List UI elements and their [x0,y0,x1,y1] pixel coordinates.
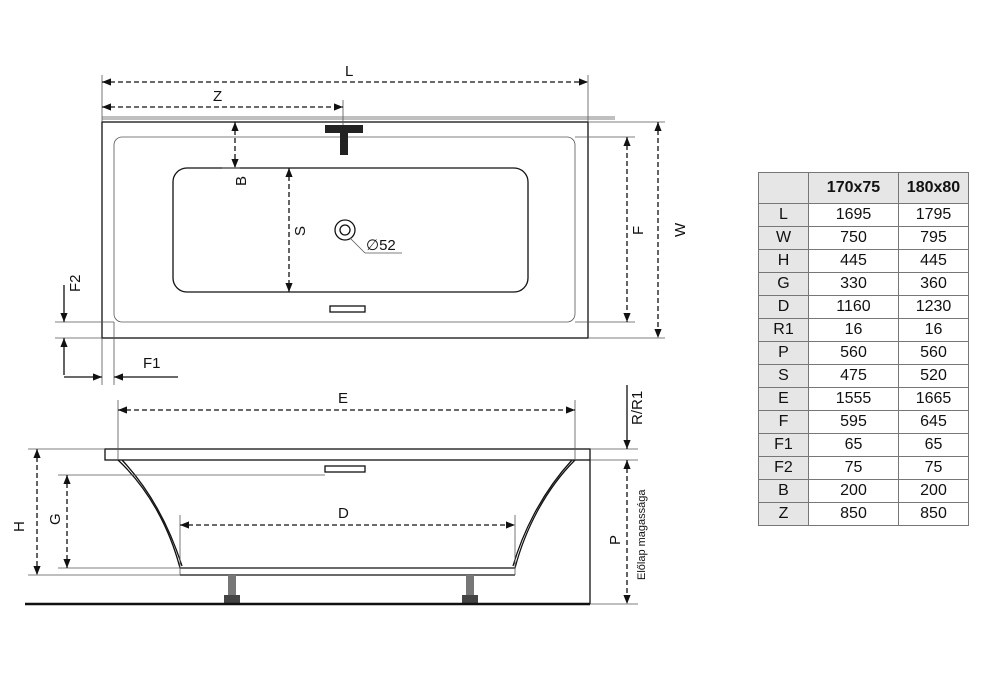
dim-H: H [11,521,28,532]
dim-E: E [338,390,348,407]
dimension-value: 1695 [808,203,899,227]
dimension-key: G [758,272,809,296]
dimension-value: 65 [808,433,899,457]
dim-D: D [338,505,349,522]
dimension-value: 475 [808,364,899,388]
header-cell: 180x80 [898,172,969,204]
dimension-value: 65 [898,433,969,457]
dimension-value: 16 [898,318,969,342]
dimension-key: H [758,249,809,273]
drain-label: ∅52 [366,237,396,254]
dimension-key: P [758,341,809,365]
dimension-key: S [758,364,809,388]
dimension-value: 750 [808,226,899,250]
dimension-value: 16 [808,318,899,342]
dim-B: B [233,176,250,186]
dimension-value: 75 [898,456,969,480]
dim-Z: Z [213,88,222,105]
header-cell: 170x75 [808,172,899,204]
leg-left [224,575,240,603]
dimension-key: R1 [758,318,809,342]
dimension-value: 330 [808,272,899,296]
dim-R: R/R1 [629,391,646,425]
dimension-key: E [758,387,809,411]
dimension-value: 1555 [808,387,899,411]
dim-G: G [47,513,64,525]
dimension-value: 200 [808,479,899,503]
dim-S: S [292,226,309,236]
dimension-value: 360 [898,272,969,296]
dimension-value: 1665 [898,387,969,411]
dim-W: W [672,222,689,237]
dimension-value: 1795 [898,203,969,227]
dimension-value: 445 [808,249,899,273]
dimension-key: D [758,295,809,319]
dimension-value: 445 [898,249,969,273]
dim-L: L [345,63,353,80]
dim-F1: F1 [143,355,161,372]
table-header: 170x75 180x80 [758,172,969,204]
drain-icon [334,219,356,241]
dimension-value: 560 [898,341,969,365]
dimension-value: 520 [898,364,969,388]
dimension-value: 560 [808,341,899,365]
dimension-value: 1160 [808,295,899,319]
dimension-key: F2 [758,456,809,480]
dimension-value: 645 [898,410,969,434]
overflow-slot [329,305,366,313]
dim-F: F [630,226,647,235]
header-cell [758,172,809,204]
dim-F2: F2 [67,274,84,292]
dimension-value: 795 [898,226,969,250]
dimension-value: 595 [808,410,899,434]
dimension-value: 75 [808,456,899,480]
dimension-value: 850 [808,502,899,526]
top-view: ∅52 L Z B S F W F2 F1 [55,63,689,385]
dimension-key: B [758,479,809,503]
dimension-key: F1 [758,433,809,457]
dimension-key: F [758,410,809,434]
side-view: E D H G R/R1 P Előlap magassága [11,385,648,606]
dimension-value: 1230 [898,295,969,319]
overflow-fitting-icon [325,125,363,155]
dimension-key: L [758,203,809,227]
dimension-key: W [758,226,809,250]
panel-height-label: Előlap magassága [636,489,648,580]
leg-right [462,575,478,603]
dimension-key: Z [758,502,809,526]
overflow-side [324,465,366,473]
dimension-value: 200 [898,479,969,503]
dimension-value: 850 [898,502,969,526]
dim-P: P [607,535,624,545]
